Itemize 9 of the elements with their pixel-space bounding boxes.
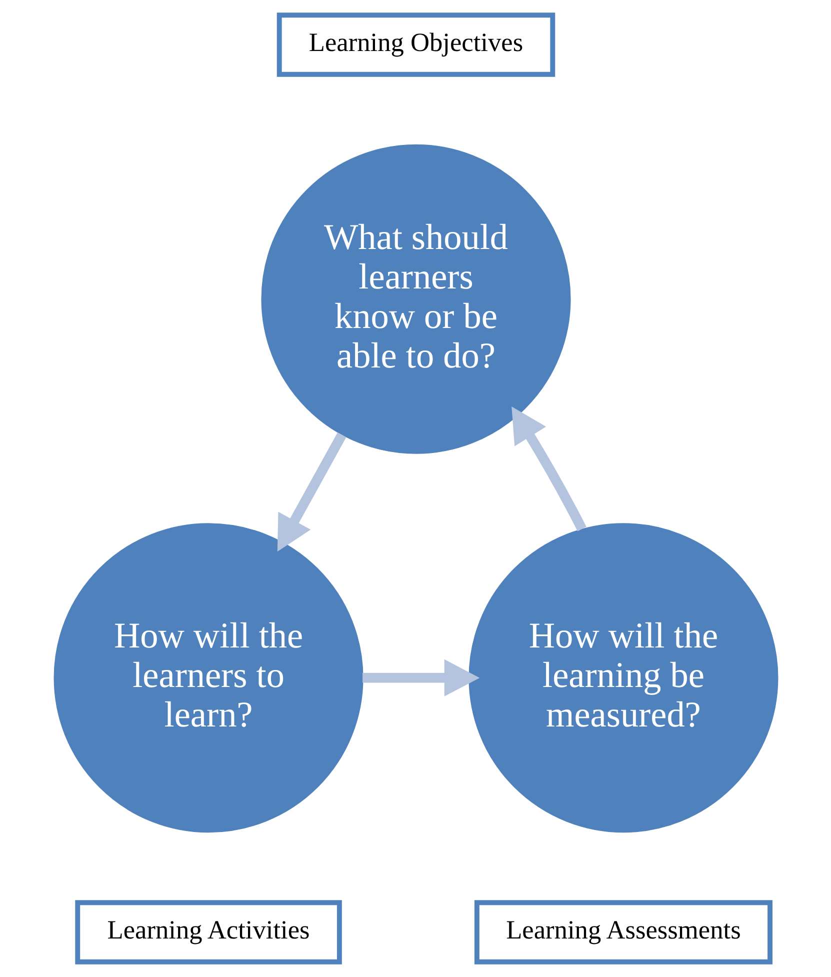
node-box: Learning Activities <box>74 900 342 964</box>
node-circle: What should learners know or be able to do? <box>260 144 570 454</box>
arrow <box>511 406 586 532</box>
node-circle: How will the learners to learn? <box>53 523 363 833</box>
node-box: Learning Objectives <box>276 12 555 77</box>
arrow <box>276 432 346 552</box>
node-circle: How will the learning be measured? <box>468 523 778 833</box>
node-box: Learning Assessments <box>474 900 772 964</box>
arrow <box>362 659 480 696</box>
